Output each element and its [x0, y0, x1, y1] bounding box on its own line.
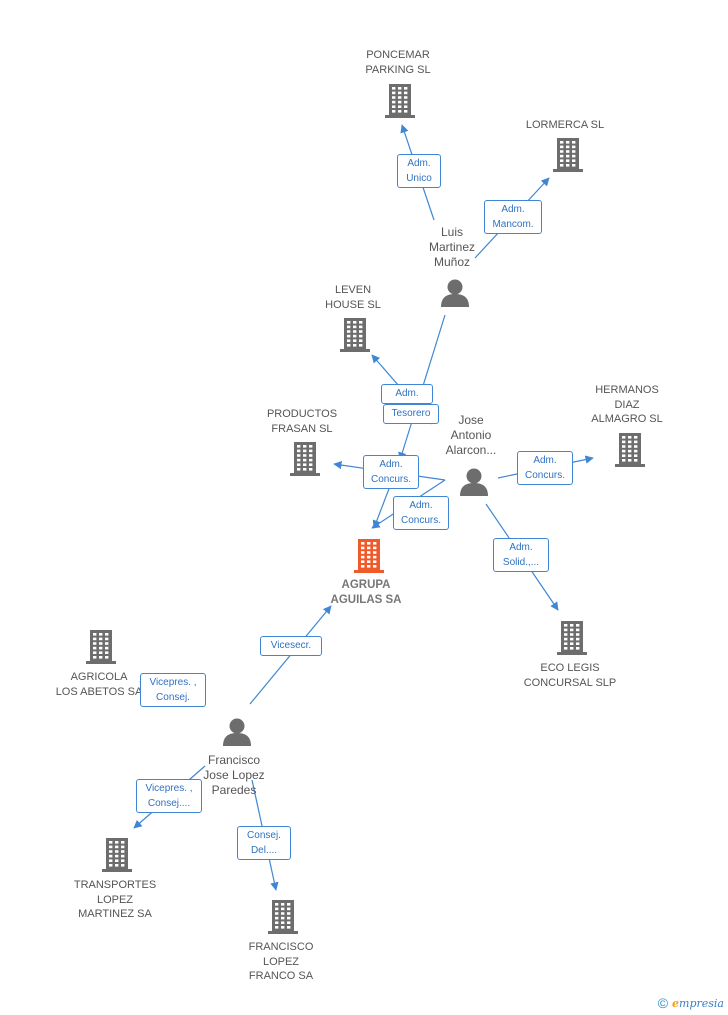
building-icon	[553, 138, 583, 172]
relation-label-r12: Consej. Del....	[237, 826, 291, 860]
company-name-label[interactable]: ECO LEGIS CONCURSAL SLP	[523, 662, 617, 689]
building-icon	[268, 900, 298, 934]
company-name-label[interactable]: AGRUPA AGUILAS SA	[330, 579, 402, 606]
building-icon[interactable]	[268, 900, 298, 939]
building-icon[interactable]	[86, 630, 116, 669]
company-name-label[interactable]: PRODUCTOS FRASAN SL	[266, 408, 338, 435]
building-icon[interactable]	[102, 838, 132, 877]
person-name-label[interactable]: Francisco Jose Lopez Paredes	[203, 753, 265, 797]
company-name-label[interactable]: LEVEN HOUSE SL	[325, 284, 381, 311]
building-icon	[102, 838, 132, 872]
person-icon[interactable]	[222, 718, 252, 751]
relation-label-r4: Tesorero	[383, 404, 439, 424]
building-icon	[290, 442, 320, 476]
brand-logo: empresia	[672, 996, 724, 1010]
building-icon	[615, 433, 645, 467]
building-icon[interactable]	[385, 84, 415, 123]
person-icon	[223, 718, 251, 746]
footer-brand[interactable]: © empresia	[658, 995, 724, 1011]
relation-label-r1: Adm. Unico	[397, 154, 441, 188]
company-name-label[interactable]: TRANSPORTES LOPEZ MARTINEZ SA	[73, 879, 157, 920]
building-icon[interactable]	[615, 433, 645, 472]
company-name-label[interactable]: HERMANOS DIAZ ALMAGRO SL	[591, 384, 663, 425]
relation-label-r6: Adm. Concurs.	[393, 496, 449, 530]
company-name-label[interactable]: FRANCISCO LOPEZ FRANCO SA	[248, 941, 314, 982]
person-name-label[interactable]: Luis Martinez Muñoz	[428, 225, 476, 269]
relation-label-r8: Adm. Solid.,...	[493, 538, 549, 572]
relation-label-r10: Vicepres. , Consej.	[140, 673, 206, 707]
relation-label-r3: Adm.	[381, 384, 433, 404]
building-icon	[340, 318, 370, 352]
relation-label-r5: Adm. Concurs.	[363, 455, 419, 489]
relation-label-r11: Vicepres. , Consej....	[136, 779, 202, 813]
building-icon	[557, 621, 587, 655]
relation-label-r2: Adm. Mancom.	[484, 200, 542, 234]
building-icon	[86, 630, 116, 664]
building-icon[interactable]	[557, 621, 587, 660]
person-icon[interactable]	[459, 468, 489, 501]
building-icon[interactable]	[290, 442, 320, 481]
building-icon[interactable]	[553, 138, 583, 177]
person-name-label[interactable]: Jose Antonio Alarcon...	[445, 413, 497, 457]
building-icon[interactable]	[340, 318, 370, 357]
building-icon	[385, 84, 415, 118]
building-icon	[354, 539, 384, 573]
company-name-label[interactable]: AGRICOLA LOS ABETOS SA	[55, 671, 143, 698]
relation-label-r9: Vicesecr.	[260, 636, 322, 656]
company-name-label[interactable]: LORMERCA SL	[525, 119, 605, 131]
building-icon[interactable]	[354, 539, 384, 578]
person-icon	[441, 279, 469, 307]
company-name-label[interactable]: PONCEMAR PARKING SL	[365, 49, 431, 76]
person-icon[interactable]	[440, 279, 470, 312]
copyright-icon: ©	[657, 995, 669, 1011]
relation-label-r7: Adm. Concurs.	[517, 451, 573, 485]
person-icon	[460, 468, 488, 496]
